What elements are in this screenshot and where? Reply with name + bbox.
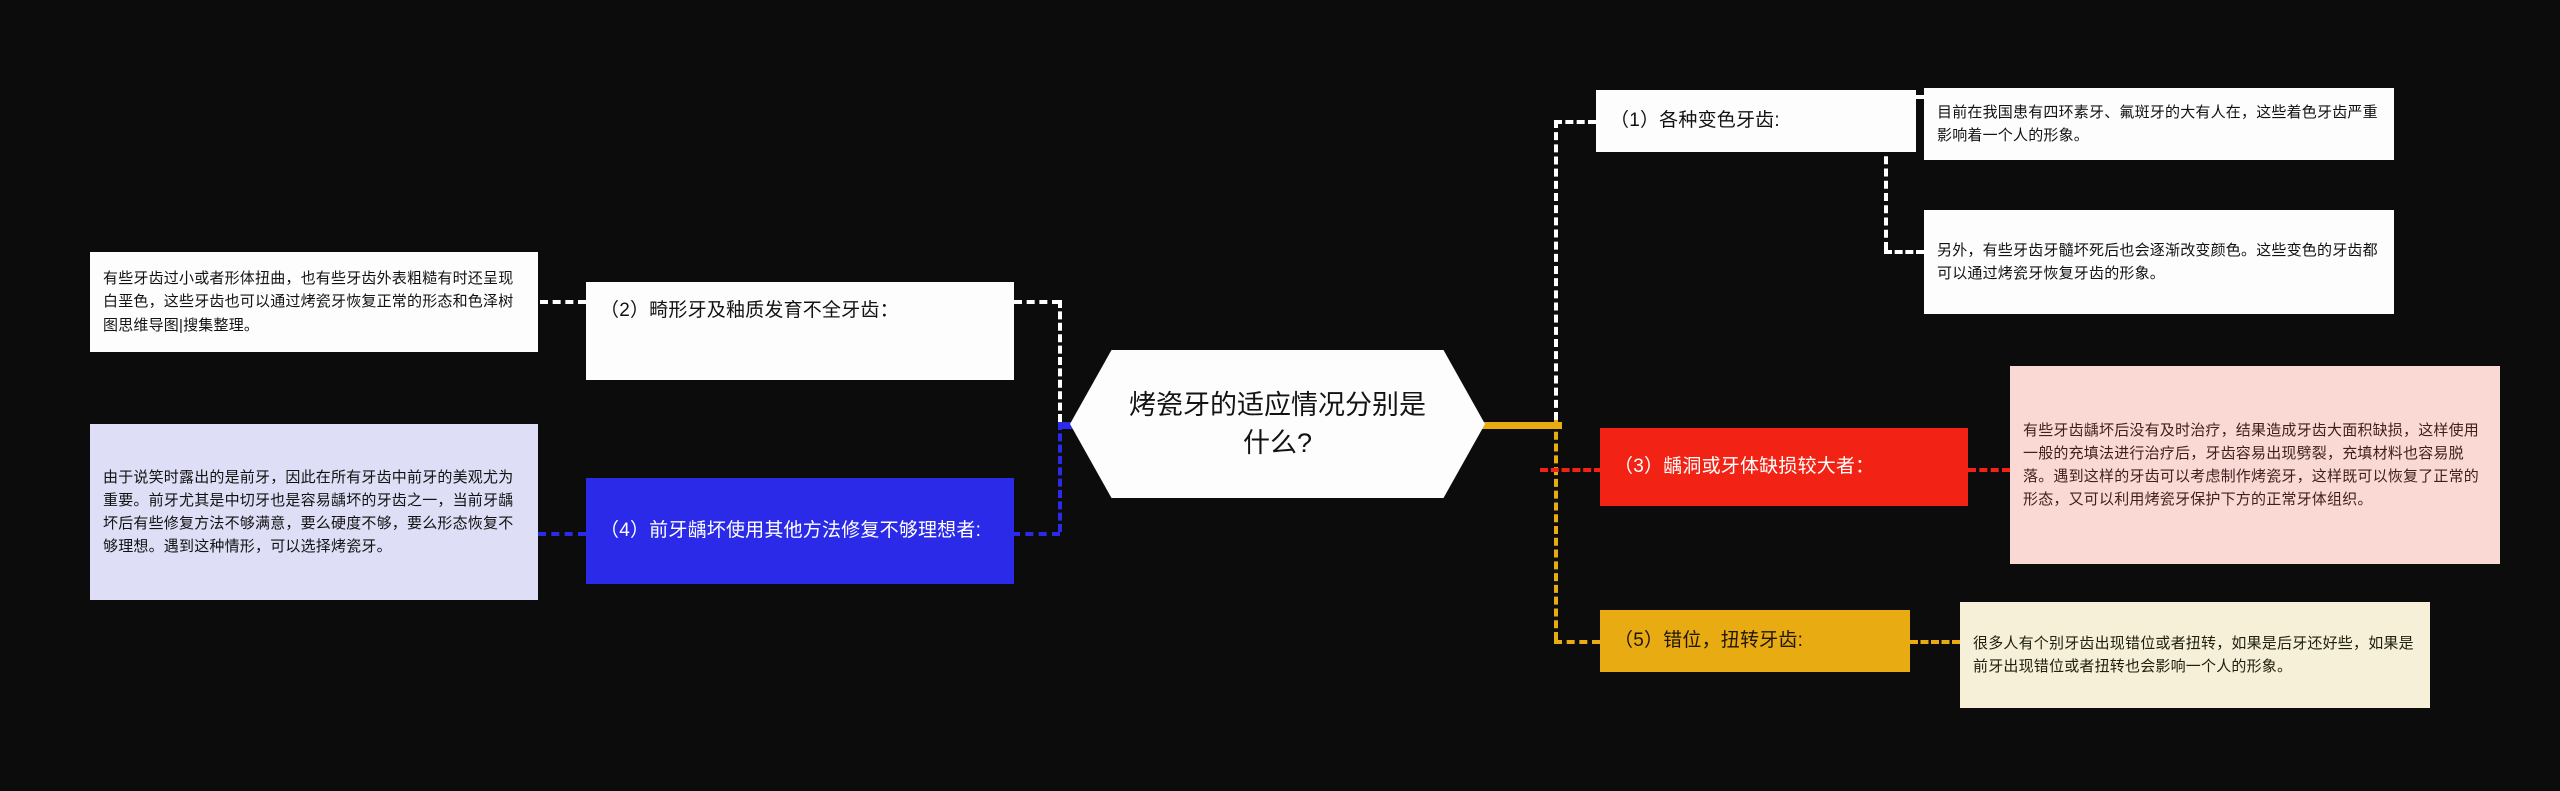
- branch-2-detail-1-text: 有些牙齿过小或者形体扭曲，也有些牙齿外表粗糙有时还呈现白垩色，这些牙齿也可以通过…: [103, 270, 514, 334]
- connector-trunk-to-branch-5: [1554, 640, 1600, 644]
- center-node-label: 烤瓷牙的适应情况分别是什么?: [1129, 389, 1426, 458]
- connector-right-trunk-lower: [1554, 420, 1558, 640]
- branch-5-label[interactable]: （5）错位，扭转牙齿:: [1600, 610, 1910, 672]
- branch-2-detail-1[interactable]: 有些牙齿过小或者形体扭曲，也有些牙齿外表粗糙有时还呈现白垩色，这些牙齿也可以通过…: [90, 252, 538, 352]
- branch-1-detail-1-text: 目前在我国患有四环素牙、氟斑牙的大有人在，这些着色牙齿严重影响着一个人的形象。: [1937, 103, 2378, 144]
- connector-left-trunk-lower: [1058, 422, 1062, 532]
- branch-1-detail-2[interactable]: 另外，有些牙齿牙髓坏死后也会逐渐改变颜色。这些变色的牙齿都可以通过烤瓷牙恢复牙齿…: [1924, 210, 2394, 314]
- branch-1-label[interactable]: （1）各种变色牙齿:: [1596, 90, 1916, 152]
- branch-2-label[interactable]: （2）畸形牙及釉质发育不全牙齿：: [586, 282, 1014, 380]
- branch-4-detail-1-text: 由于说笑时露出的是前牙，因此在所有牙齿中前牙的美观尤为重要。前牙尤其是中切牙也是…: [103, 468, 514, 556]
- branch-3-detail-1-text: 有些牙齿龋坏后没有及时治疗，结果造成牙齿大面积缺损，这样使用一般的充填法进行治疗…: [2023, 421, 2480, 509]
- branch-1-detail-1[interactable]: 目前在我国患有四环素牙、氟斑牙的大有人在，这些着色牙齿严重影响着一个人的形象。: [1924, 88, 2394, 160]
- branch-5-detail-1-text: 很多人有个别牙齿出现错位或者扭转，如果是后牙还好些，如果是前牙出现错位或者扭转也…: [1973, 634, 2414, 675]
- branch-3-detail-1[interactable]: 有些牙齿龋坏后没有及时治疗，结果造成牙齿大面积缺损，这样使用一般的充填法进行治疗…: [2010, 366, 2500, 564]
- branch-2-label-text: （2）畸形牙及釉质发育不全牙齿：: [600, 300, 899, 321]
- branch-5-label-text: （5）错位，扭转牙齿:: [1614, 630, 1804, 652]
- branch-1-detail-2-text: 另外，有些牙齿牙髓坏死后也会逐渐改变颜色。这些变色的牙齿都可以通过烤瓷牙恢复牙齿…: [1937, 241, 2378, 282]
- connector-branch-1-detail-2: [1884, 250, 1924, 254]
- branch-4-detail-1[interactable]: 由于说笑时露出的是前牙，因此在所有牙齿中前牙的美观尤为重要。前牙尤其是中切牙也是…: [90, 424, 538, 600]
- connector-trunk-to-branch-4: [1012, 532, 1060, 536]
- connector-branch-4-detail-1: [538, 532, 586, 536]
- connector-trunk-to-branch-2: [1014, 300, 1060, 304]
- branch-3-label[interactable]: （3）龋洞或牙体缺损较大者：: [1600, 428, 1968, 506]
- connector-trunk-to-branch-3: [1540, 468, 1602, 472]
- connector-left-trunk-upper: [1058, 300, 1062, 422]
- connector-center-right-stub: [1482, 422, 1562, 429]
- connector-branch-1-split: [1884, 95, 1888, 250]
- connector-branch-3-detail-1: [1968, 468, 2010, 472]
- branch-5-detail-1[interactable]: 很多人有个别牙齿出现错位或者扭转，如果是后牙还好些，如果是前牙出现错位或者扭转也…: [1960, 602, 2430, 708]
- center-node[interactable]: 烤瓷牙的适应情况分别是什么?: [1070, 350, 1485, 498]
- branch-4-label[interactable]: （4）前牙龋坏使用其他方法修复不够理想者:: [586, 478, 1014, 584]
- branch-1-label-text: （1）各种变色牙齿:: [1610, 110, 1780, 132]
- connector-branch-2-detail-1: [540, 300, 586, 304]
- branch-4-label-text: （4）前牙龋坏使用其他方法修复不够理想者:: [600, 520, 982, 542]
- connector-right-trunk-upper: [1554, 120, 1558, 420]
- connector-trunk-to-branch-1: [1554, 120, 1596, 124]
- branch-3-label-text: （3）龋洞或牙体缺损较大者：: [1614, 456, 1875, 478]
- connector-branch-5-detail-1: [1910, 640, 1960, 644]
